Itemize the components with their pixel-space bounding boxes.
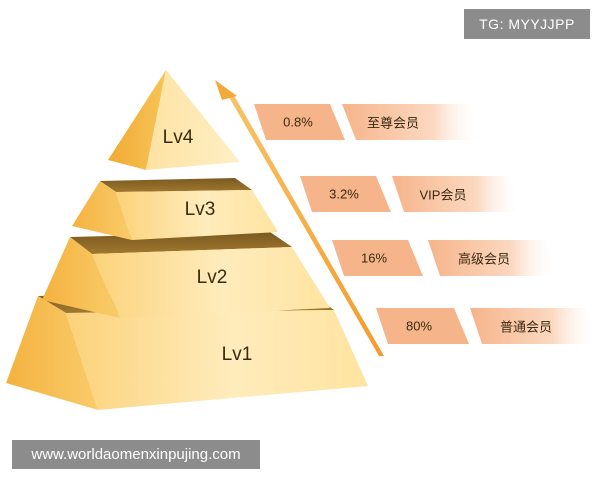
tier-lv3 [72,178,278,240]
chip-lv4-member: 至尊会员 [366,115,420,131]
tier-lv3-front [116,190,278,240]
arrow-head [215,80,237,100]
chip-lv2-member: 高级会员 [457,251,511,267]
chip-lv2-percent: 16% [360,250,388,266]
tier-lv4-left [108,70,166,170]
rising-arrow [215,80,384,356]
chip-lv3-percent-bg [300,176,391,212]
tier-lv2-left [42,237,120,318]
tier-lv2-front [92,247,330,318]
watermark-telegram: TG: MYYJJPP [464,9,590,39]
chip-lv1 [376,308,597,344]
chip-lv4-member-bg [342,104,482,140]
chip-lv1-percent-bg [376,308,469,344]
chip-lv4-percent: 0.8% [283,114,313,130]
arrow-shaft [226,92,384,356]
chip-lv3-member-bg [392,176,522,212]
chip-lv2 [332,240,557,276]
chip-lv1-member-bg [470,308,597,344]
chip-lv3-member: VIP会员 [419,187,467,203]
tier-lv1-left [6,296,98,410]
tier-lv2-label: Lv2 [196,267,228,288]
chip-lv2-percent-bg [332,240,423,276]
tier-lv4-front [146,70,240,170]
chip-lv3-percent: 3.2% [329,186,359,202]
chip-lv1-member: 普通会员 [499,319,553,335]
chip-lv1-percent: 80% [405,318,433,334]
tier-lv4 [108,70,240,170]
chip-lv4-percent-bg [254,104,345,140]
tier-lv4-label: Lv4 [162,127,194,148]
tier-lv1-front [66,310,368,410]
tier-lv1-label: Lv1 [221,344,253,365]
watermark-url: www.worldaomenxinpujing.com [12,440,260,469]
chip-lv2-member-bg [428,240,557,276]
chip-lv3 [300,176,522,212]
chip-lv4 [254,104,482,140]
tier-lv3-left [72,181,132,240]
tier-lv3-top [100,178,252,192]
tier-lv3-label: Lv3 [184,199,216,220]
